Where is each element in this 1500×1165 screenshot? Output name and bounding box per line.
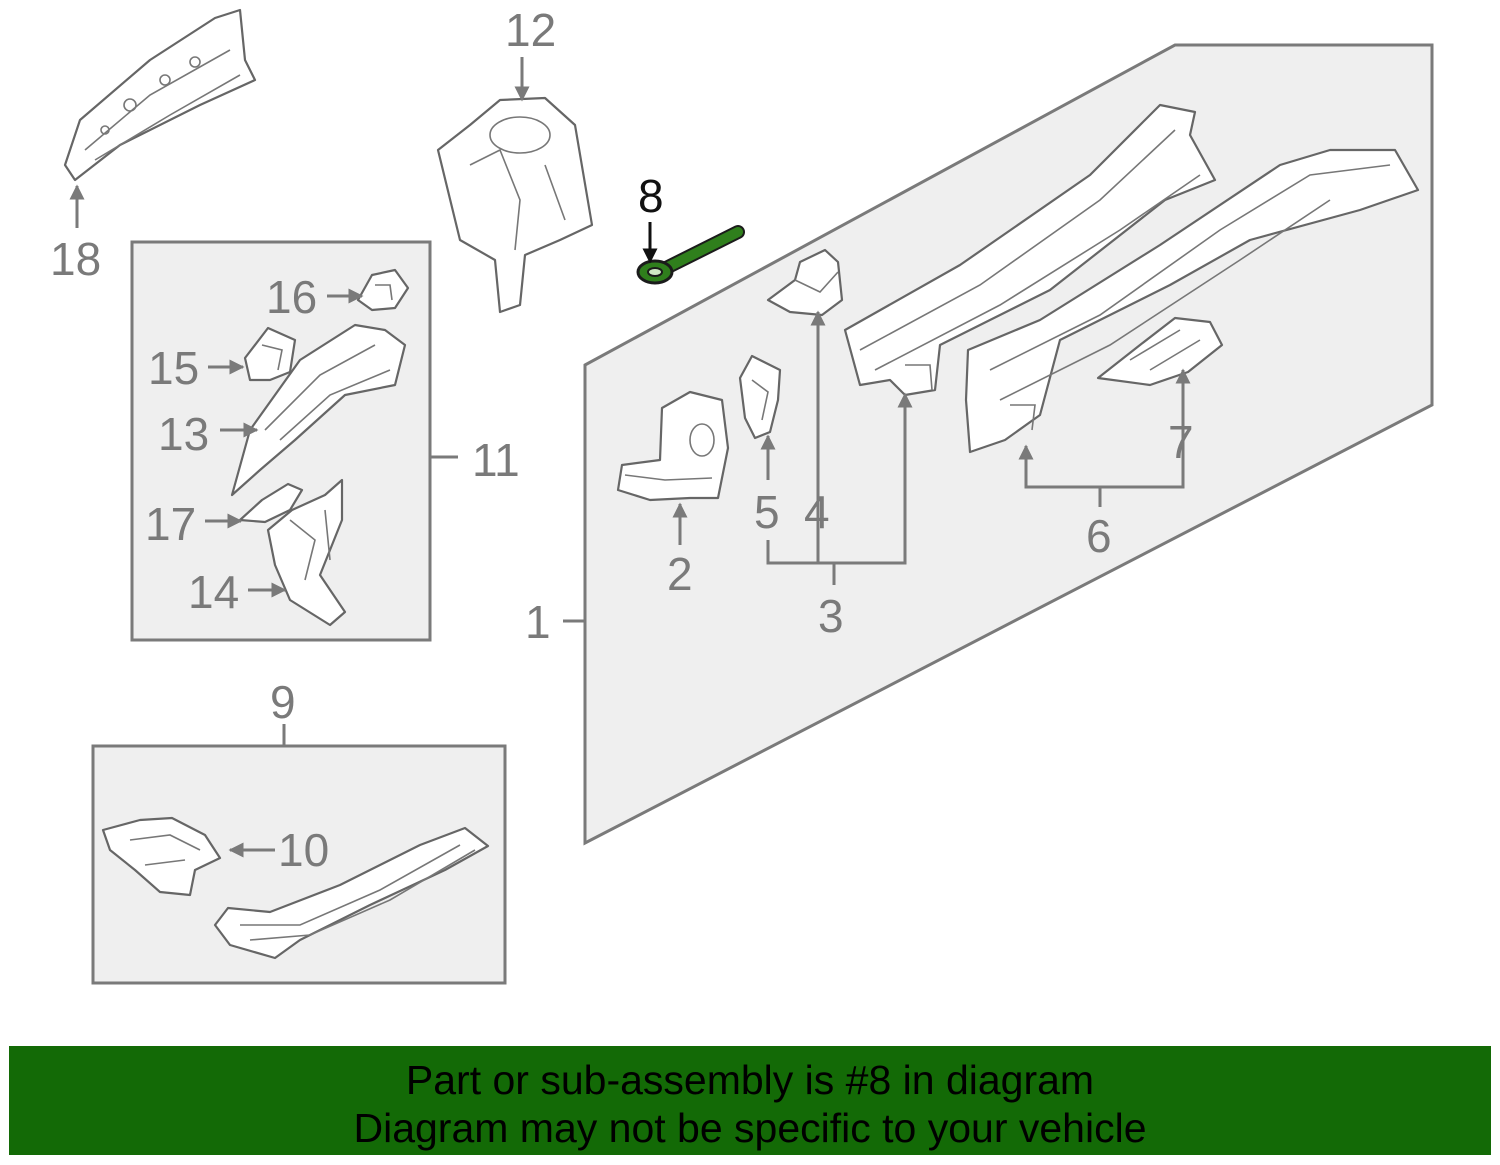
- callout-14: 14: [188, 566, 239, 618]
- callout-8: 8: [638, 170, 664, 222]
- callout-12: 12: [505, 4, 556, 56]
- leader-lines: [69, 57, 1191, 858]
- part-9-sill[interactable]: [213, 826, 490, 960]
- part-13[interactable]: [230, 323, 407, 497]
- part-7[interactable]: [1096, 316, 1224, 387]
- part-4[interactable]: [766, 248, 844, 317]
- callout-10: 10: [278, 824, 329, 876]
- callout-3: 3: [818, 590, 844, 642]
- part-18[interactable]: [63, 8, 257, 182]
- callout-13: 13: [158, 408, 209, 460]
- part-14[interactable]: [266, 478, 347, 627]
- part-16[interactable]: [356, 268, 410, 312]
- banner-line-disclaimer: Diagram may not be specific to your vehi…: [353, 1105, 1147, 1151]
- part-5[interactable]: [738, 354, 782, 440]
- callout-15: 15: [148, 342, 199, 394]
- callout-18: 18: [50, 233, 101, 285]
- part-17[interactable]: [238, 482, 304, 524]
- part-8-highlighted[interactable]: [636, 225, 745, 285]
- callout-9: 9: [270, 676, 296, 728]
- callout-11: 11: [472, 434, 520, 486]
- parts-diagram: 12 18 8 16 15 13 11 17 14 9 10 1 2 5 4 3…: [50, 4, 1434, 985]
- callout-7: 7: [1168, 416, 1194, 468]
- callout-16: 16: [266, 271, 317, 323]
- callout-17: 17: [145, 498, 196, 550]
- part-3[interactable]: [843, 103, 1217, 397]
- callout-5: 5: [754, 486, 780, 538]
- callout-4: 4: [804, 486, 830, 538]
- part-12[interactable]: [436, 96, 594, 314]
- callout-labels: 12 18 8 16 15 13 11 17 14 9 10 1 2 5 4 3…: [50, 4, 1194, 876]
- callout-2: 2: [667, 548, 693, 600]
- part-15[interactable]: [243, 326, 297, 382]
- callout-6: 6: [1086, 510, 1112, 562]
- info-banner: Part or sub-assembly is #8 in diagram Di…: [9, 1046, 1491, 1155]
- part-10[interactable]: [101, 816, 222, 897]
- banner-line-part-info: Part or sub-assembly is #8 in diagram: [405, 1057, 1095, 1103]
- part-2[interactable]: [616, 390, 730, 502]
- part-6[interactable]: [964, 148, 1420, 454]
- callout-1: 1: [525, 596, 551, 648]
